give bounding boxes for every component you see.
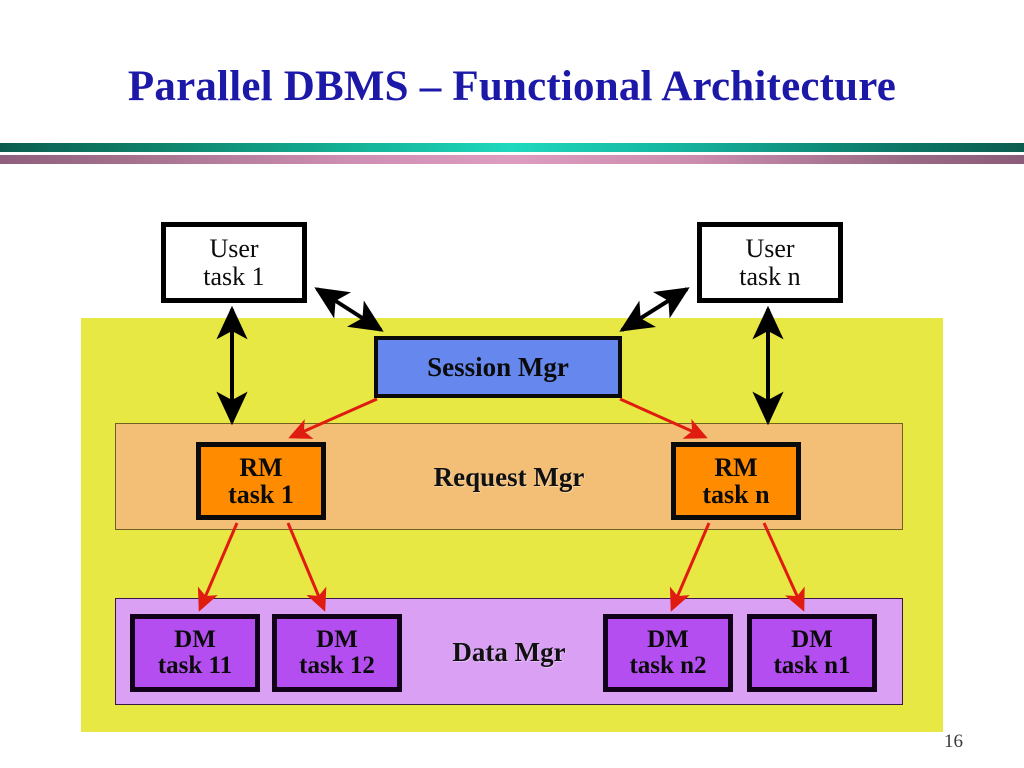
node-user-task-n-line1: User: [745, 234, 795, 264]
node-rm-task-n-line1: RM: [714, 452, 758, 482]
node-session-mgr-label: Session Mgr: [427, 351, 569, 382]
arrow-rmn-dmn2: [669, 522, 711, 612]
node-user-task-1-line2: task 1: [203, 261, 265, 291]
node-rm-task-1-line2: task 1: [228, 480, 294, 509]
request-mgr-label: Request Mgr: [433, 462, 585, 492]
node-rm-task-n-line2: task n: [702, 480, 770, 509]
node-dm-task-n2-line2: task n2: [629, 652, 707, 679]
page-number: 16: [944, 731, 963, 752]
node-dm-task-12[interactable]: DM task 12: [272, 614, 402, 692]
node-user-task-1-line1: User: [209, 234, 259, 264]
node-dm-task-n1[interactable]: DM task n1: [747, 614, 877, 692]
arrow-session-rmn: [619, 397, 708, 439]
node-session-mgr[interactable]: Session Mgr: [374, 336, 622, 398]
node-dm-task-11-line2: task 11: [157, 652, 233, 679]
node-rm-task-n[interactable]: RM task n: [671, 442, 801, 520]
node-rm-task-1[interactable]: RM task 1: [196, 442, 326, 520]
data-mgr-label: Data Mgr: [452, 637, 566, 667]
node-user-task-n[interactable]: User task n: [697, 222, 843, 303]
node-dm-task-n1-line2: task n1: [773, 652, 851, 679]
node-dm-task-n2-line1: DM: [647, 625, 689, 653]
arrow-usern-session: [619, 287, 690, 332]
node-dm-task-11-line1: DM: [174, 625, 216, 653]
node-dm-task-12-line1: DM: [316, 625, 358, 653]
arrow-rmn-dmn1: [762, 522, 805, 612]
arrow-session-rm1: [288, 397, 378, 439]
node-rm-task-1-line1: RM: [239, 452, 283, 482]
node-dm-task-n2[interactable]: DM task n2: [603, 614, 733, 692]
node-dm-task-12-line2: task 12: [299, 652, 375, 679]
node-dm-task-n1-line1: DM: [791, 625, 833, 653]
page-title: Parallel DBMS – Functional Architecture: [127, 63, 897, 110]
arrow-user1-session: [314, 287, 384, 332]
node-user-task-1[interactable]: User task 1: [161, 222, 307, 303]
node-dm-task-11[interactable]: DM task 11: [130, 614, 260, 692]
node-user-task-n-line2: task n: [739, 261, 801, 291]
divider-bar-pink: [0, 153, 1024, 164]
arrow-rm1-dm11: [197, 522, 239, 612]
arrow-rm1-dm12: [286, 522, 327, 612]
divider-bar-teal: [0, 143, 1024, 152]
